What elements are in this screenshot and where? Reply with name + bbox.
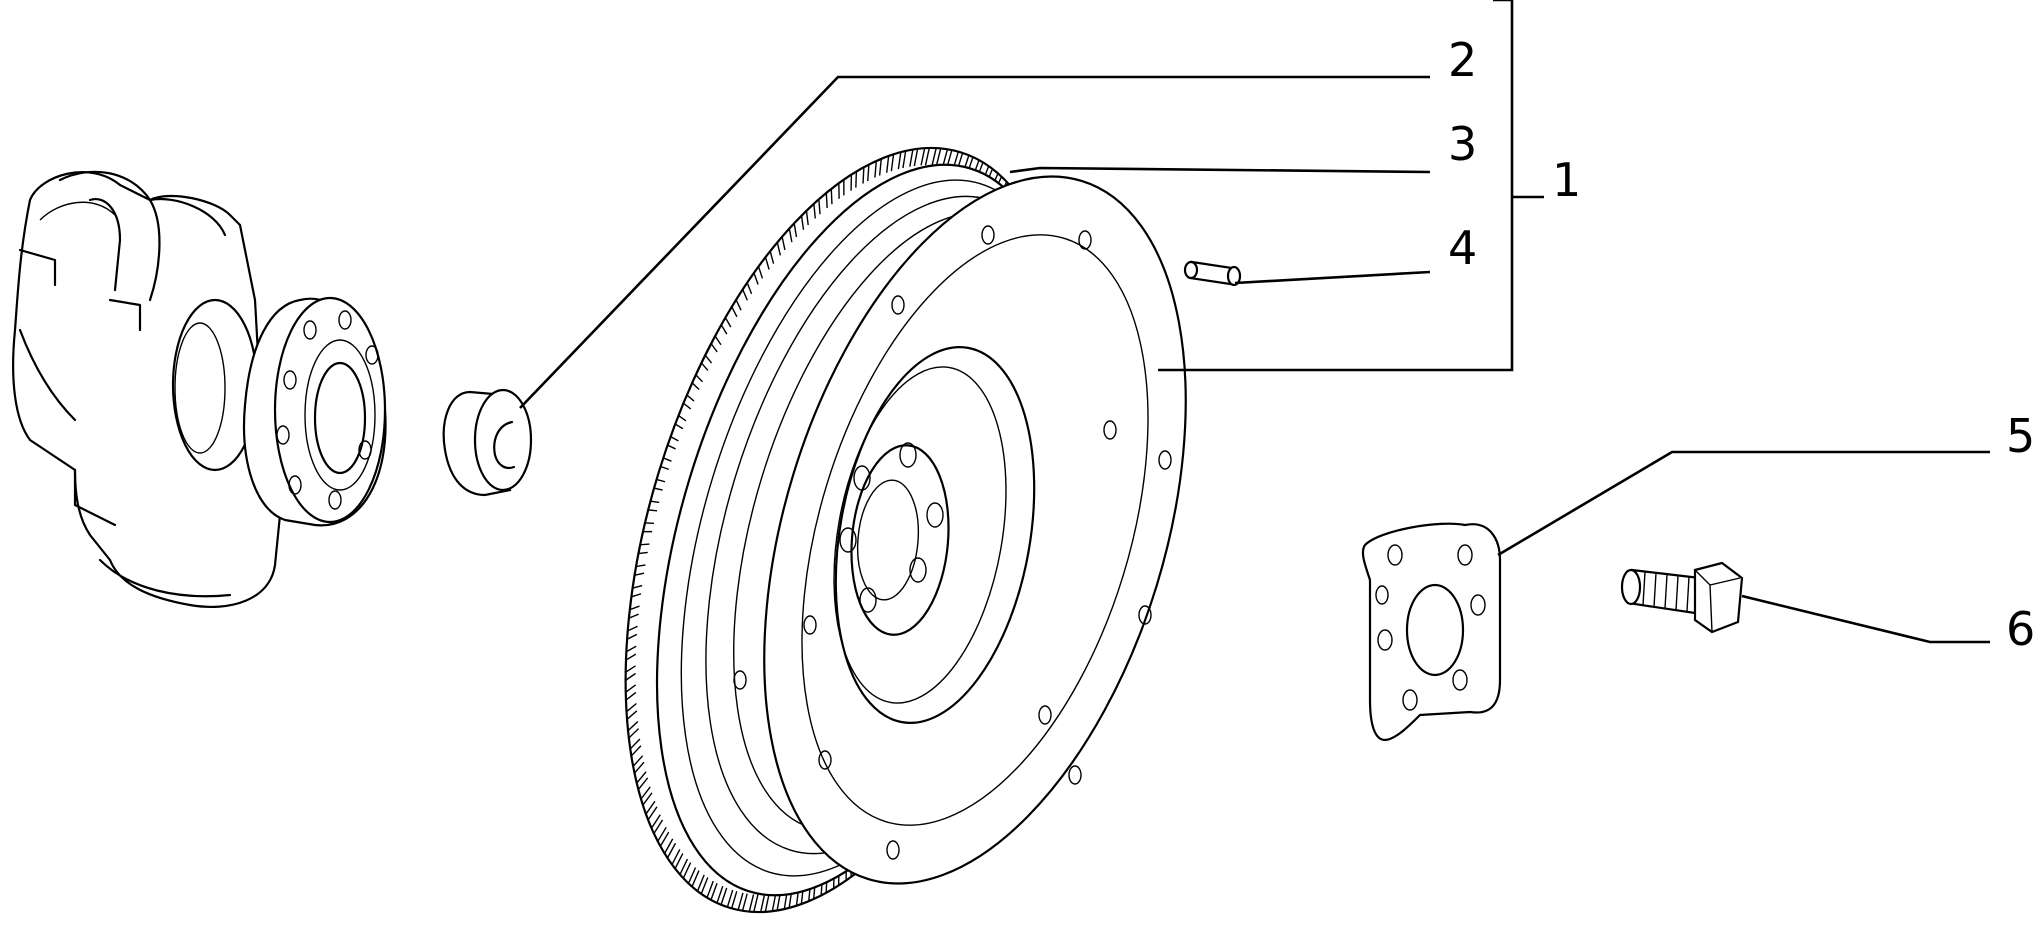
gear-tooth (630, 745, 644, 768)
gear-tooth (935, 147, 949, 167)
gear-tooth (666, 842, 681, 866)
gear-tooth (700, 877, 714, 899)
gear-tooth (735, 287, 748, 311)
gear-tooth (724, 305, 738, 328)
gear-tooth (628, 728, 641, 751)
gear-tooth (631, 572, 645, 590)
gear-tooth (637, 777, 651, 801)
crankshaft (12, 170, 387, 609)
gear-tooth (818, 191, 828, 215)
gear-tooth (624, 672, 637, 694)
callout-1: 1 (1552, 153, 1581, 207)
gear-tooth (626, 710, 639, 733)
gear-tooth (805, 202, 816, 226)
callout-labels: 2 3 1 4 5 6 (1448, 33, 2035, 656)
gear-tooth (781, 226, 793, 251)
gear-tooth (746, 271, 759, 295)
gear-tooth (653, 819, 667, 843)
gear-tooth (741, 893, 755, 913)
gear-tooth (764, 893, 777, 913)
leader-lines (519, 0, 1990, 644)
gear-tooth (730, 891, 744, 911)
gear-tooth (966, 156, 980, 177)
gear-tooth (691, 870, 705, 893)
flywheel (624, 146, 1187, 914)
gear-tooth (635, 551, 648, 568)
gear-tooth (659, 831, 674, 855)
gear-tooth (642, 792, 656, 816)
gear-tooth (624, 653, 637, 674)
gear-tooth (867, 159, 878, 182)
gear-tooth (677, 402, 692, 422)
callout-4: 4 (1448, 221, 1477, 275)
bushing-part-2 (442, 388, 533, 497)
gear-tooth (704, 342, 718, 364)
gear-tooth (720, 887, 734, 908)
gear-tooth (752, 894, 766, 913)
gear-tooth (625, 691, 637, 714)
gear-tooth (843, 173, 853, 196)
gear-tooth (793, 214, 805, 238)
gear-tooth (800, 884, 812, 906)
gear-tooth (830, 181, 840, 205)
gear-tooth (956, 152, 970, 173)
callout-3: 3 (1448, 117, 1477, 171)
gear-tooth (776, 891, 788, 912)
gear-tooth (625, 633, 638, 653)
gear-tooth (710, 883, 724, 904)
gear-tooth (686, 381, 700, 402)
gear-tooth (714, 323, 728, 346)
gear-tooth (769, 240, 782, 264)
gear-tooth (757, 255, 770, 279)
plate-part-5 (1361, 522, 1502, 742)
callout-2: 2 (1448, 33, 1477, 87)
callout-6: 6 (2006, 602, 2035, 656)
gear-tooth (674, 853, 689, 876)
gear-tooth (788, 888, 800, 909)
gear-tooth (913, 147, 926, 167)
gear-tooth (855, 165, 865, 188)
gear-tooth (639, 530, 653, 546)
gear-tooth (644, 509, 658, 524)
dowel-pin-part-4 (1183, 260, 1242, 287)
callout-5: 5 (2006, 409, 2035, 463)
gear-tooth (946, 149, 960, 169)
gear-tooth (682, 862, 697, 885)
gear-tooth (878, 154, 890, 176)
gear-tooth (902, 148, 914, 169)
gear-tooth (825, 872, 835, 895)
gear-tooth (890, 151, 902, 172)
gear-tooth (655, 465, 670, 483)
gear-tooth (628, 593, 642, 611)
gear-tooth (662, 444, 676, 462)
gear-tooth (633, 761, 647, 785)
gear-tooth (647, 806, 661, 830)
gear-tooth (694, 361, 709, 383)
gear-tooth (626, 613, 639, 633)
gear-tooth (924, 147, 938, 166)
gear-tooth (669, 422, 684, 442)
bolt-part-6 (1620, 561, 1744, 634)
gear-tooth (649, 487, 663, 504)
gear-tooth (812, 878, 823, 901)
